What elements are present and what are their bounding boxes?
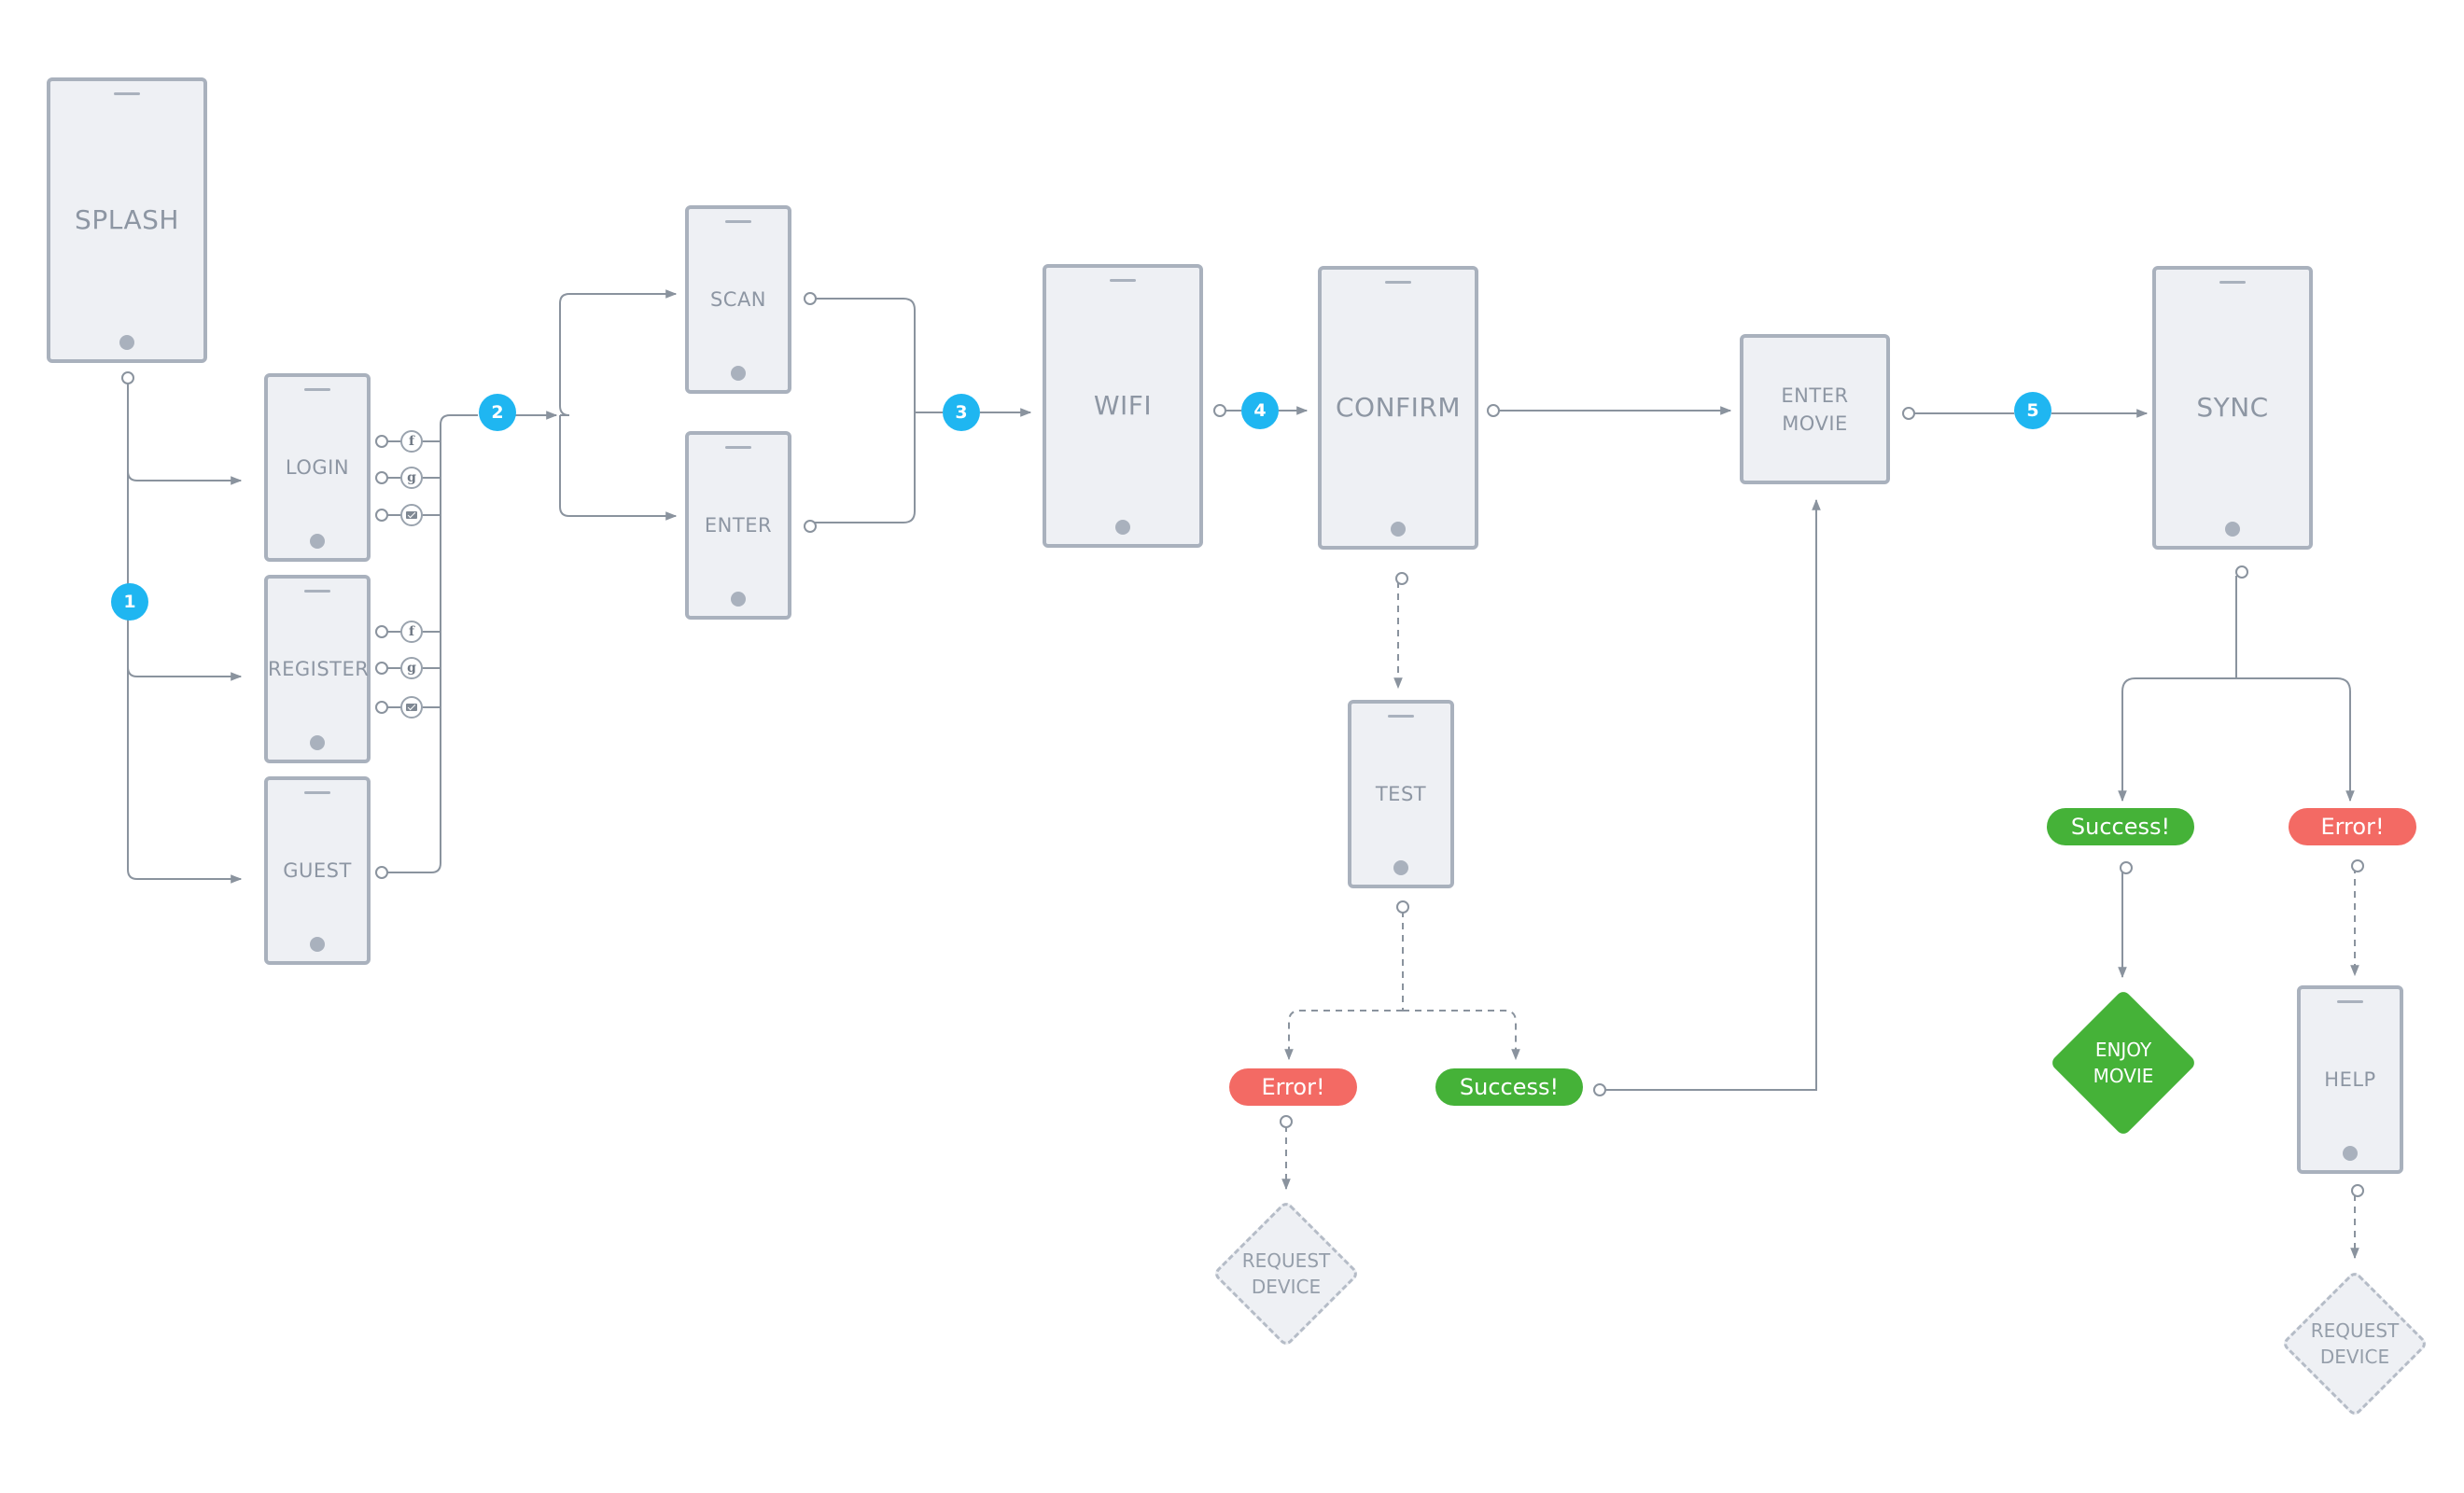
google-icon: g	[400, 657, 423, 679]
screen-label: ENTER	[704, 514, 773, 537]
screen-confirm: CONFIRM	[1318, 266, 1478, 550]
home-button-icon	[1115, 520, 1130, 535]
screen-label: GUEST	[283, 859, 352, 882]
home-button-icon	[2343, 1146, 2358, 1161]
home-button-icon	[310, 937, 325, 952]
screen-label: TEST	[1375, 783, 1427, 805]
screen-test: TEST	[1348, 700, 1454, 888]
step-badge-1: 1	[111, 583, 148, 621]
screen-guest: GUEST	[264, 776, 371, 965]
speaker-icon	[1388, 715, 1414, 718]
screen-label: WIFI	[1093, 390, 1153, 421]
screen-login: LOGIN	[264, 373, 371, 562]
node-label: ENJOY MOVIE	[2093, 1039, 2154, 1087]
test-error-pill: Error!	[1229, 1068, 1357, 1106]
home-button-icon	[731, 366, 746, 381]
step-badge-3: 3	[943, 394, 980, 431]
home-button-icon	[2225, 522, 2240, 537]
request-device-node: REQUEST DEVICE	[1211, 1199, 1361, 1348]
step-badge-5: 5	[2014, 392, 2051, 429]
speaker-icon	[725, 446, 751, 449]
facebook-icon: f	[400, 621, 423, 643]
google-icon: g	[400, 467, 423, 489]
screen-register: REGISTER	[264, 575, 371, 763]
speaker-icon	[2337, 1000, 2363, 1003]
screen-label: REGISTER	[268, 658, 370, 680]
enjoy-movie-node: ENJOY MOVIE	[2047, 986, 2200, 1139]
sync-error-pill: Error!	[2289, 808, 2416, 845]
screen-label: LOGIN	[285, 456, 350, 479]
speaker-icon	[1110, 279, 1136, 282]
email-icon	[400, 696, 423, 719]
screen-enter: ENTER	[685, 431, 791, 620]
speaker-icon	[2219, 281, 2246, 284]
screen-sync: SYNC	[2152, 266, 2313, 550]
speaker-icon	[304, 388, 330, 391]
screen-wifi: WIFI	[1043, 264, 1203, 548]
email-icon	[400, 504, 423, 526]
screen-label: SPLASH	[75, 204, 179, 235]
screen-label: ENTER MOVIE	[1781, 384, 1849, 435]
envelope-glyph	[406, 511, 417, 519]
facebook-icon: f	[400, 430, 423, 453]
test-success-pill: Success!	[1435, 1068, 1583, 1106]
home-button-icon	[731, 592, 746, 607]
speaker-icon	[114, 92, 140, 95]
screen-label: SCAN	[709, 288, 767, 311]
speaker-icon	[1385, 281, 1411, 284]
speaker-icon	[304, 791, 330, 794]
node-label: REQUEST DEVICE	[2310, 1319, 2400, 1368]
screen-label: HELP	[2324, 1068, 2376, 1091]
screen-label: SYNC	[2196, 392, 2269, 423]
speaker-icon	[725, 220, 751, 223]
screen-help: HELP	[2297, 985, 2403, 1174]
request-device-node: REQUEST DEVICE	[2280, 1269, 2429, 1418]
node-label: REQUEST DEVICE	[1241, 1249, 1331, 1298]
home-button-icon	[310, 735, 325, 750]
home-button-icon	[1391, 522, 1406, 537]
screen-enter-movie: ENTER MOVIE	[1740, 334, 1890, 484]
screen-splash: SPLASH	[47, 77, 207, 363]
sync-success-pill: Success!	[2047, 808, 2194, 845]
speaker-icon	[304, 590, 330, 593]
home-button-icon	[1393, 860, 1408, 875]
screen-scan: SCAN	[685, 205, 791, 394]
screen-label: CONFIRM	[1335, 392, 1461, 423]
home-button-icon	[119, 335, 134, 350]
envelope-glyph	[406, 704, 417, 711]
step-badge-4: 4	[1241, 392, 1279, 429]
home-button-icon	[310, 534, 325, 549]
step-badge-2: 2	[479, 394, 516, 431]
